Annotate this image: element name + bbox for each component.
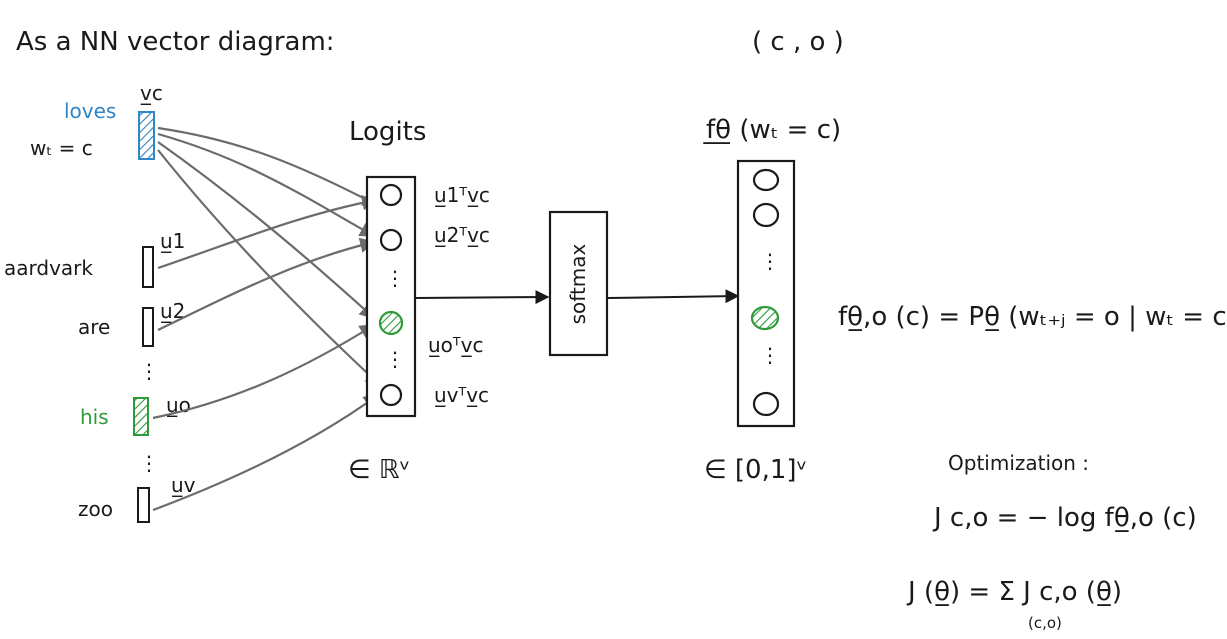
output-node-v (752, 391, 780, 417)
center-vector-label: v̲c (140, 81, 163, 105)
arrow-his-logit-o (152, 324, 376, 420)
output-vector (736, 159, 796, 428)
loss-single: J c,o = − log fθ̲,o (c) (932, 503, 1197, 533)
word-vector-box-aardvark (142, 246, 154, 288)
word-vector-box-his (133, 397, 149, 436)
softmax-label: softmax (566, 243, 590, 324)
probability-equation: fθ̲,o (c) = Pθ̲ (wₜ₊ⱼ = o | wₜ = c) (838, 302, 1227, 332)
word-vector-box-are (142, 307, 154, 347)
loss-total: J (θ̲) = Σ J c,o (θ̲) (906, 577, 1122, 607)
arrow-aardvark-logit-1 (157, 195, 378, 270)
arrow-are-logit-2 (157, 237, 376, 331)
center-vector-box (138, 111, 155, 160)
word-label-are: are (78, 315, 110, 339)
logit-label-2: u̲2ᵀv̲c (434, 223, 490, 247)
pair-label: ( c , o ) (752, 27, 844, 57)
context-arrows (152, 195, 380, 512)
optimization-title: Optimization : (948, 451, 1089, 475)
word-vector-zoo: u̲v (171, 473, 196, 497)
center-equation: wₜ = c (30, 136, 93, 160)
logit-node-1 (379, 183, 403, 207)
arrow-center-logit-1 (157, 126, 379, 206)
sum-subscript: (c,o) (1028, 614, 1062, 632)
logits-vector (365, 175, 417, 418)
word-label-his: his (80, 405, 109, 429)
logits-ellipsis-2: ⋮ (385, 347, 405, 371)
word-label-aardvark: aardvark (4, 256, 93, 280)
word-vector-box-zoo (137, 487, 150, 523)
arrow-softmax-output (607, 289, 740, 304)
arrow-center-logit-o (157, 141, 376, 320)
logits-title: Logits (349, 117, 426, 147)
logit-label-v: u̲vᵀv̲c (434, 383, 489, 407)
word-label-zoo: zoo (78, 497, 113, 521)
center-word-label: loves (64, 99, 116, 123)
arrow-center-logit-2 (157, 132, 376, 237)
output-node-o (750, 305, 780, 331)
word-vector-aardvark: u̲1 (160, 229, 185, 253)
input-ellipsis-2: ⋮ (139, 451, 159, 475)
logit-node-v (379, 383, 403, 407)
logit-node-2 (379, 228, 403, 252)
output-node-2 (752, 202, 780, 228)
logit-label-1: u̲1ᵀv̲c (434, 183, 490, 207)
output-domain: ∈ [0,1]ᵛ (704, 455, 807, 485)
input-ellipsis-1: ⋮ (139, 359, 159, 383)
logit-label-o: u̲oᵀv̲c (428, 333, 483, 357)
logits-ellipsis-1: ⋮ (385, 266, 405, 290)
arrow-zoo-logit-v (152, 394, 380, 512)
output-title: f̲θ̲ (wₜ = c) (702, 115, 841, 145)
output-node-1 (752, 168, 780, 192)
arrow-center-logit-v (157, 149, 382, 387)
output-ellipsis-1: ⋮ (760, 249, 780, 273)
softmax-box (548, 210, 609, 357)
output-ellipsis-2: ⋮ (760, 343, 780, 367)
diagram-heading: As a NN vector diagram: (16, 27, 335, 57)
logits-domain: ∈ ℝᵛ (348, 455, 410, 485)
arrow-logits-softmax (414, 290, 550, 305)
logit-node-o (378, 310, 404, 336)
